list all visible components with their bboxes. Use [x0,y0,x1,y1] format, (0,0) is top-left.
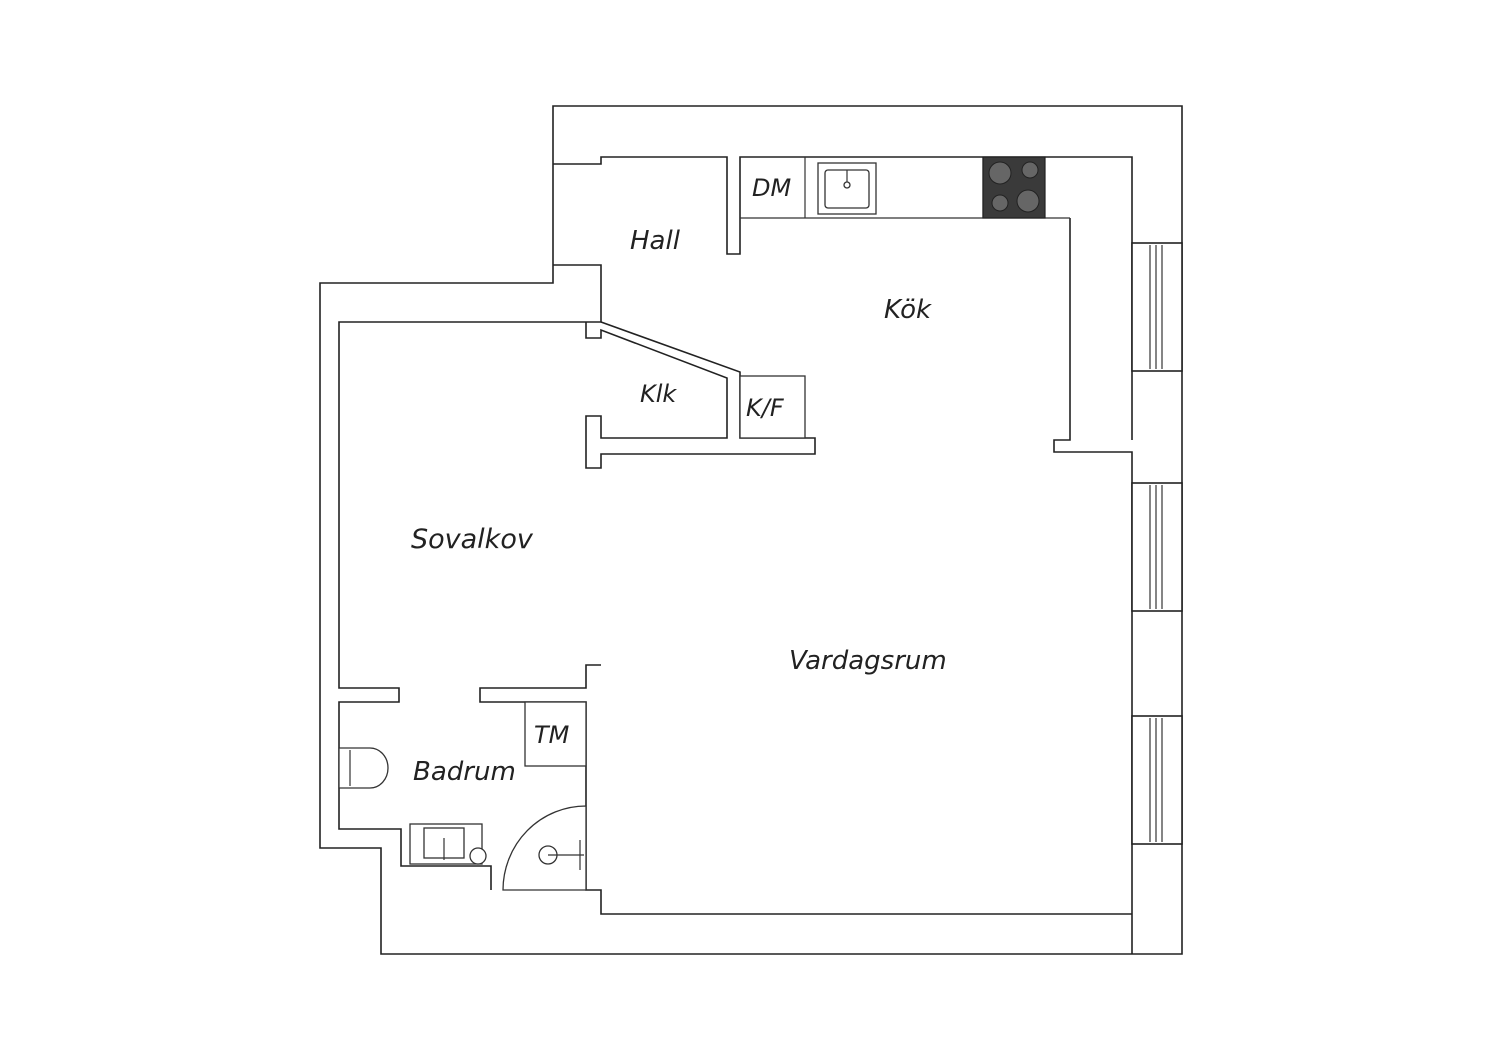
outer-wall [319,105,1183,955]
stove-burner-icon [1021,161,1039,179]
window-icon [1131,482,1183,612]
stove-burner-icon [1016,189,1040,213]
window-icon [1131,242,1183,372]
window-icon [1131,715,1183,845]
hall-inner-wall [338,264,602,890]
room-label-vardagsrum: Vardagsrum [789,646,947,676]
stove-burner-icon [988,161,1012,185]
room-label-hall: Hall [630,226,681,256]
sink-drain-icon [843,181,851,189]
shower-icon [502,805,587,891]
room-label-klk: Klk [640,380,677,408]
toilet-icon [338,747,389,789]
room-label-kok: Kök [884,295,932,325]
tm-closet [524,701,587,767]
room-label-badrum: Badrum [413,757,516,787]
room-label-sovalkov: Sovalkov [411,524,534,555]
room-label-tm: TM [534,721,570,749]
bathroom-sink-icon [409,823,487,865]
kitchen-right-wall [1053,218,1133,954]
room-label-dm: DM [752,174,791,202]
kf-closet [739,375,806,439]
room-label-kf: K/F [746,394,785,422]
stove-burner-icon [991,194,1009,212]
